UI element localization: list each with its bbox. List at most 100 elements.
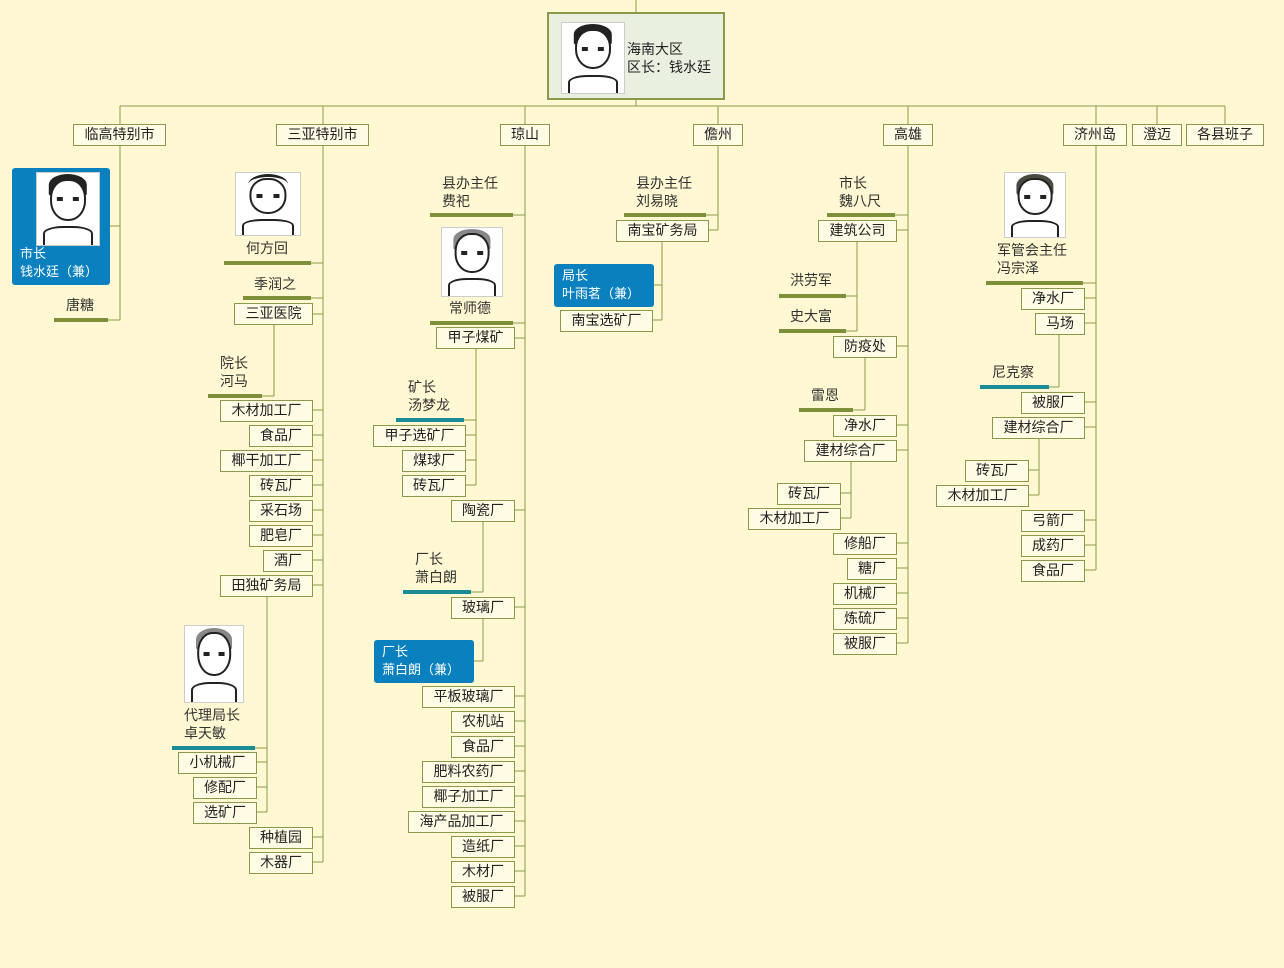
branch-chengmai[interactable]: 澄迈 [1132, 124, 1182, 146]
ji-military-bar [986, 281, 1083, 285]
gao-person-lei[interactable]: 雷恩 [811, 388, 839, 404]
qiong-mine-unit-1[interactable]: 煤球厂 [402, 450, 466, 472]
ji-military-title[interactable]: 军管会主任 [997, 243, 1067, 259]
dan-chief-name: 叶雨茗（兼） [562, 287, 641, 302]
ji-clothing[interactable]: 被服厂 [1021, 392, 1085, 414]
gao-building-unit-1[interactable]: 木材加工厂 [748, 508, 841, 530]
gao-building[interactable]: 建材综合厂 [804, 440, 897, 462]
gao-construction[interactable]: 建筑公司 [818, 220, 897, 242]
qiong-office-name[interactable]: 费祀 [442, 194, 470, 210]
portrait-qian-lingao-icon [36, 172, 100, 246]
gao-person-hong[interactable]: 洪劳军 [790, 273, 832, 289]
sanya-person-ji[interactable]: 季润之 [254, 277, 296, 293]
ji-building-unit-0[interactable]: 砖瓦厂 [965, 460, 1029, 482]
qiong-factory-bar [403, 590, 471, 594]
dan-chief-card[interactable]: 局长 叶雨茗（兼） [554, 264, 654, 307]
lingao-mayor-name: 钱水廷（兼） [20, 265, 99, 280]
sanya-hospital[interactable]: 三亚医院 [234, 303, 313, 325]
gao-unit-1[interactable]: 糖厂 [847, 558, 897, 580]
branch-gaoxiong[interactable]: 高雄 [883, 124, 933, 146]
qiong-mine-unit-2[interactable]: 砖瓦厂 [402, 475, 466, 497]
portrait-chang-icon [441, 227, 503, 297]
dan-office-name[interactable]: 刘易晓 [636, 194, 678, 210]
qiong-person-chang[interactable]: 常师德 [449, 301, 491, 317]
branch-jizhou[interactable]: 济州岛 [1063, 124, 1127, 146]
branch-sanya[interactable]: 三亚特别市 [276, 124, 369, 146]
ji-person-nik[interactable]: 尼克察 [992, 365, 1034, 381]
sanya-tail-unit-0[interactable]: 种植园 [249, 827, 313, 849]
lingao-mayor-title: 市长 [20, 247, 47, 262]
gao-unit-2[interactable]: 机械厂 [833, 583, 897, 605]
qiong-office-title[interactable]: 县办主任 [442, 176, 498, 192]
qiong-ceramics[interactable]: 陶瓷厂 [451, 500, 515, 522]
gao-unit-0[interactable]: 修船厂 [833, 533, 897, 555]
qiong-unit-6[interactable]: 造纸厂 [451, 836, 515, 858]
sanya-unit-6[interactable]: 酒厂 [263, 550, 313, 572]
sanya-mining-bureau[interactable]: 田独矿务局 [220, 575, 313, 597]
ji-building-unit-1[interactable]: 木材加工厂 [936, 485, 1029, 507]
sanya-mining-unit-0[interactable]: 小机械厂 [178, 752, 257, 774]
sanya-unit-1[interactable]: 食品厂 [249, 425, 313, 447]
qiong-mine-unit-0[interactable]: 甲子选矿厂 [373, 425, 466, 447]
branch-lingao[interactable]: 临高特别市 [73, 124, 166, 146]
qiong-mine-name[interactable]: 汤梦龙 [408, 398, 450, 414]
sanya-unit-3[interactable]: 砖瓦厂 [249, 475, 313, 497]
qiong-factory-title[interactable]: 厂长 [415, 552, 443, 568]
qiong-unit-2[interactable]: 食品厂 [451, 736, 515, 758]
qiong-factory-name2: 萧白朗（兼） [382, 663, 461, 678]
lingao-person-tang[interactable]: 唐糖 [66, 298, 94, 314]
sanya-unit-4[interactable]: 采石场 [249, 500, 313, 522]
gao-mayor-name[interactable]: 魏八尺 [839, 194, 881, 210]
sanya-dean-name[interactable]: 河马 [220, 374, 248, 390]
branch-county-teams[interactable]: 各县班子 [1186, 124, 1264, 146]
sanya-person-he[interactable]: 何方回 [246, 241, 288, 257]
sanya-acting-title[interactable]: 代理局长 [184, 708, 240, 724]
sanya-unit-5[interactable]: 肥皂厂 [249, 525, 313, 547]
sanya-person-he-bar [224, 261, 311, 265]
sanya-unit-0[interactable]: 木材加工厂 [220, 400, 313, 422]
qiong-unit-8[interactable]: 被服厂 [451, 886, 515, 908]
sanya-dean-title[interactable]: 院长 [220, 356, 248, 372]
qiong-unit-4[interactable]: 椰子加工厂 [422, 786, 515, 808]
dan-office-title[interactable]: 县办主任 [636, 176, 692, 192]
qiong-coal-mine[interactable]: 甲子煤矿 [436, 327, 515, 349]
gao-person-shi[interactable]: 史大富 [790, 309, 832, 325]
ji-horse-farm[interactable]: 马场 [1035, 313, 1085, 335]
qiong-unit-0[interactable]: 平板玻璃厂 [422, 686, 515, 708]
gao-unit-4[interactable]: 被服厂 [833, 633, 897, 655]
ji-water[interactable]: 净水厂 [1021, 288, 1085, 310]
ji-military-name[interactable]: 冯宗泽 [997, 261, 1039, 277]
qiong-mine-title[interactable]: 矿长 [408, 380, 436, 396]
qiong-office-bar [430, 213, 513, 217]
sanya-mining-unit-1[interactable]: 修配厂 [193, 777, 257, 799]
qiong-unit-3[interactable]: 肥料农药厂 [422, 761, 515, 783]
qiong-glass[interactable]: 玻璃厂 [451, 597, 515, 619]
sanya-unit-2[interactable]: 椰干加工厂 [220, 450, 313, 472]
qiong-factory-card[interactable]: 厂长 萧白朗（兼） [374, 640, 474, 683]
ji-unit-1[interactable]: 成药厂 [1021, 535, 1085, 557]
gao-building-unit-0[interactable]: 砖瓦厂 [777, 483, 841, 505]
qiong-unit-5[interactable]: 海产品加工厂 [408, 811, 515, 833]
lingao-person-tang-bar [54, 318, 108, 322]
gao-mayor-title[interactable]: 市长 [839, 176, 867, 192]
gao-unit-3[interactable]: 炼硫厂 [833, 608, 897, 630]
sanya-mining-unit-2[interactable]: 选矿厂 [193, 802, 257, 824]
qiong-factory-name[interactable]: 萧白朗 [415, 570, 457, 586]
ji-unit-0[interactable]: 弓箭厂 [1021, 510, 1085, 532]
gao-epidemic[interactable]: 防疫处 [833, 336, 897, 358]
gao-water[interactable]: 净水厂 [833, 415, 897, 437]
sanya-tail-unit-1[interactable]: 木器厂 [249, 852, 313, 874]
ji-building[interactable]: 建材综合厂 [992, 417, 1085, 439]
ji-unit-2[interactable]: 食品厂 [1021, 560, 1085, 582]
lingao-mayor-card[interactable]: 市长 钱水廷（兼） [12, 168, 110, 285]
branch-qiongshan[interactable]: 琼山 [500, 124, 550, 146]
sanya-dean-bar [208, 394, 262, 398]
dan-plant[interactable]: 南宝选矿厂 [560, 310, 653, 332]
branch-danzhou[interactable]: 儋州 [693, 124, 743, 146]
sanya-acting-name[interactable]: 卓天敏 [184, 726, 226, 742]
qiong-unit-1[interactable]: 农机站 [451, 711, 515, 733]
dan-mining-bureau[interactable]: 南宝矿务局 [616, 220, 709, 242]
qiong-unit-7[interactable]: 木材厂 [451, 861, 515, 883]
root-node[interactable]: 海南大区 区长：钱水廷 [547, 12, 725, 100]
